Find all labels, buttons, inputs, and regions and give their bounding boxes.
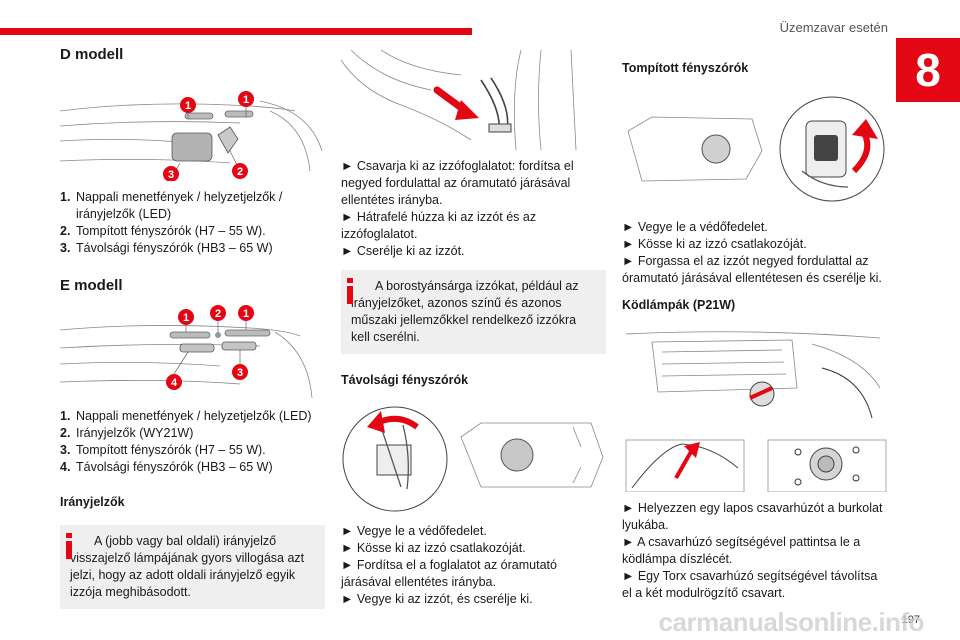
fog-lamp-illustration: [625, 331, 887, 493]
bulb-socket-illustration: [340, 49, 577, 151]
info-text: A borostyánsárga izzókat, például az irá…: [351, 279, 579, 344]
list-item: 2.Irányjelzők (WY21W): [60, 426, 194, 440]
d-model-headlamp-illustration: 1 1 2 3: [59, 91, 323, 182]
step-text: ► Vegye le a védőfedelet.: [622, 220, 768, 234]
callout-badge: 3: [163, 166, 179, 182]
info-icon: [66, 533, 72, 559]
info-text: A (jobb vagy bal oldali) irányjelző viss…: [70, 534, 305, 599]
e-model-list: 1.Nappali menetfények / helyzetjelzők (L…: [60, 408, 325, 476]
low-beam-title: Tompított fényszórók: [622, 61, 749, 75]
svg-text:2: 2: [215, 308, 221, 320]
svg-text:2: 2: [237, 166, 243, 178]
list-item: 4.Távolsági fényszórók (HB3 – 65 W): [60, 460, 273, 474]
header-accent-bar: [0, 28, 472, 35]
high-beam-illustration: [342, 406, 604, 512]
page-number: 197: [901, 614, 920, 626]
callout-badge: 1: [180, 97, 196, 113]
svg-text:1: 1: [243, 308, 249, 320]
fog-lamp-figure: [622, 328, 887, 493]
callout-badge: 2: [232, 163, 248, 179]
turn-signal-info-box: A (jobb vagy bal oldali) irányjelző viss…: [60, 525, 325, 609]
high-beam-steps: ► Vegye le a védőfedelet. ► Kösse ki az …: [341, 523, 606, 608]
step-text: ► Hátrafelé húzza ki az izzót és az izzó…: [341, 210, 537, 241]
svg-text:3: 3: [168, 169, 174, 181]
step-text: ► Kösse ki az izzó csatlakozóját.: [341, 541, 526, 555]
socket-steps: ► Csavarja ki az izzófoglalatot: fordíts…: [341, 158, 606, 260]
low-beam-illustration: [627, 96, 885, 202]
step-text: ► Cserélje ki az izzót.: [341, 244, 465, 258]
d-model-title: D modell: [60, 46, 124, 63]
running-header: Üzemzavar esetén: [779, 20, 888, 35]
list-item: 3.Távolsági fényszórók (HB3 – 65 W): [60, 241, 273, 255]
step-text: ► A csavarhúzó segítségével pattintsa le…: [622, 535, 861, 566]
svg-text:1: 1: [183, 312, 189, 324]
list-item: 3.Tompított fényszórók (H7 – 55 W).: [60, 443, 266, 457]
e-model-headlamp-illustration: 1 2 1 4 3: [59, 305, 313, 399]
column-1: D modell 1 1 2 3 1.Nappali me: [59, 46, 325, 609]
low-beam-figure: [622, 91, 887, 209]
high-beam-title: Távolsági fényszórók: [341, 373, 469, 387]
step-text: ► Csavarja ki az izzófoglalatot: fordíts…: [341, 159, 574, 207]
step-text: ► Forgassa el az izzót negyed fordulatta…: [622, 254, 882, 285]
callout-badge: 2: [210, 305, 226, 321]
e-model-headlamp-figure: 1 2 1 4 3: [59, 302, 325, 402]
watermark: carmanualsonline.info: [658, 607, 925, 637]
list-item: 2.Tompított fényszórók (H7 – 55 W).: [60, 224, 266, 238]
amber-bulb-info-box: A borostyánsárga izzókat, például az irá…: [341, 270, 606, 354]
step-text: ► Fordítsa el a foglalatot az óramutató …: [341, 558, 557, 589]
step-text: ► Helyezzen egy lapos csavarhúzót a burk…: [622, 501, 883, 532]
turn-signal-title: Irányjelzők: [60, 495, 125, 509]
svg-text:1: 1: [243, 94, 249, 106]
step-text: ► Vegye ki az izzót, és cserélje ki.: [341, 592, 533, 606]
callout-badge: 1: [178, 309, 194, 325]
callout-badge: 4: [166, 374, 182, 390]
list-item: 1.Nappali menetfények / helyzetjelzők (L…: [60, 409, 312, 423]
callout-badge: 3: [232, 364, 248, 380]
low-beam-steps: ► Vegye le a védőfedelet. ► Kösse ki az …: [622, 219, 887, 287]
info-icon: [347, 278, 353, 304]
d-model-headlamp-figure: 1 1 2 3: [59, 71, 325, 182]
svg-text:3: 3: [237, 367, 243, 379]
callout-badge: 1: [238, 91, 254, 107]
bulb-socket-figure: [340, 49, 606, 152]
fog-lamp-title: Ködlámpák (P21W): [622, 298, 736, 312]
chapter-number: 8: [896, 38, 960, 102]
svg-text:1: 1: [185, 100, 191, 112]
callout-badge: 1: [238, 305, 254, 321]
step-text: ► Vegye le a védőfedelet.: [341, 524, 487, 538]
d-model-list: 1.Nappali menetfények / helyzetjelzők / …: [60, 189, 325, 257]
step-text: ► Kösse ki az izzó csatlakozóját.: [622, 237, 807, 251]
e-model-title: E modell: [60, 277, 123, 294]
list-item: 1.Nappali menetfények / helyzetjelzők / …: [60, 190, 283, 221]
high-beam-figure: [341, 397, 606, 515]
column-2: ► Csavarja ki az izzófoglalatot: fordíts…: [340, 49, 606, 608]
column-3: Tompított fényszórók ► Vegye le a védőfe…: [622, 60, 887, 602]
step-text: ► Egy Torx csavarhúzó segítségével távol…: [622, 569, 878, 600]
fog-lamp-steps: ► Helyezzen egy lapos csavarhúzót a burk…: [622, 500, 887, 602]
svg-text:4: 4: [171, 377, 178, 389]
